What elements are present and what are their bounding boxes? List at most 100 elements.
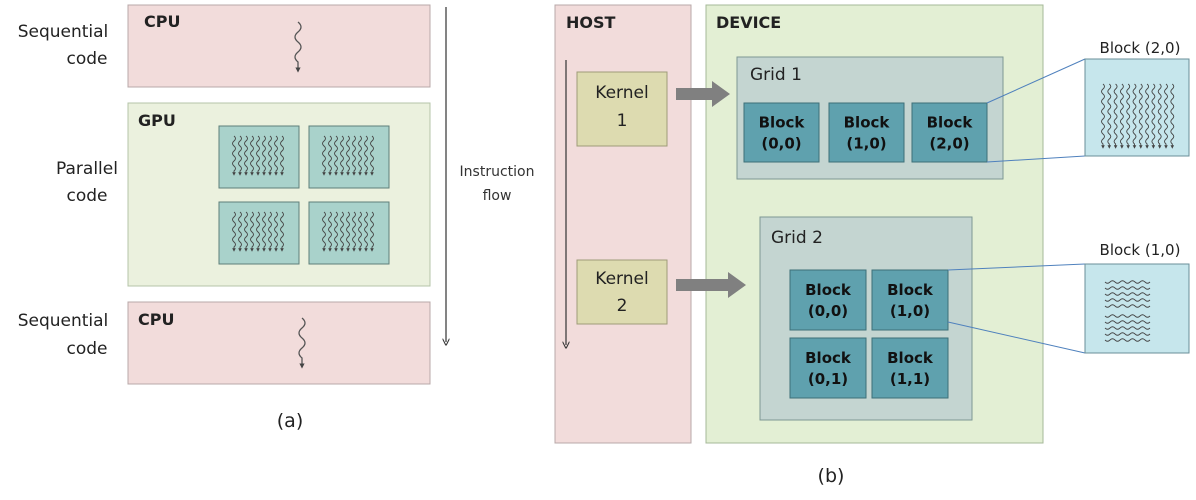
block-index: (0,0) <box>808 302 848 320</box>
thread-squiggle <box>1104 280 1151 284</box>
thread-squiggle <box>1101 83 1105 149</box>
thread-squiggle <box>1132 83 1137 149</box>
thread-squiggle <box>1126 83 1131 149</box>
block-box <box>789 269 867 331</box>
thread-squiggle <box>1119 83 1124 149</box>
block-label: Block <box>887 349 934 367</box>
kernel-2-label: Kernel <box>595 269 648 289</box>
sequential-code-label-bottom-2: code <box>67 339 108 359</box>
grid-2-blocks: Block(0,0)Block(1,0)Block(0,1)Block(1,1) <box>789 269 949 399</box>
cpu-box-top <box>127 4 431 88</box>
zoom-bottom-box <box>1084 263 1190 354</box>
instruction-flow-label-2: flow <box>483 188 512 204</box>
thread-squiggle <box>1104 338 1151 342</box>
thread-squiggle <box>262 211 266 252</box>
block-index: (1,0) <box>846 135 886 153</box>
thread-squiggle <box>370 211 374 252</box>
cpu-title-top: CPU <box>144 12 180 31</box>
thread-squiggle <box>364 211 368 252</box>
thread-squiggle <box>1145 83 1150 149</box>
thread-squiggle <box>1104 298 1151 302</box>
parallel-code-label: Parallel <box>56 159 118 179</box>
thread-squiggle <box>262 135 266 176</box>
kernel-2-to-grid-2-arrow <box>676 272 746 298</box>
gpu-title: GPU <box>138 111 176 130</box>
kernel-2-number: 2 <box>617 296 628 316</box>
thread-squiggle <box>346 135 350 176</box>
panel-a: Sequential code CPU Parallel code GPU Se… <box>18 4 535 432</box>
kernel-1-number: 1 <box>617 111 628 131</box>
zoom-bottom-label: Block (1,0) <box>1100 241 1181 259</box>
gpu-thread-boxes <box>218 125 390 265</box>
thread-squiggle <box>280 135 284 176</box>
cpu-box-bottom <box>127 301 431 385</box>
cpu-title-bottom: CPU <box>138 310 174 329</box>
instruction-flow-label: Instruction <box>460 164 535 180</box>
block-label: Block <box>759 114 806 132</box>
thread-squiggle <box>340 211 344 252</box>
thread-squiggle <box>352 211 356 252</box>
block-box <box>789 337 867 399</box>
block-label: Block <box>805 281 852 299</box>
thread-squiggle <box>256 135 260 176</box>
grid-1-blocks: Block(0,0)Block(1,0)Block(2,0) <box>743 102 988 163</box>
sequential-code-label-top-2: code <box>67 49 108 69</box>
thread-squiggle <box>352 135 356 176</box>
thread-squiggle <box>1113 83 1118 149</box>
block-label: Block <box>887 281 934 299</box>
thread-squiggle <box>1157 83 1162 149</box>
thread-squiggle <box>1104 332 1151 336</box>
kernel-2-box <box>576 259 668 325</box>
thread-squiggle <box>274 211 278 252</box>
block-box <box>871 337 949 399</box>
block-label: Block <box>805 349 852 367</box>
sequential-code-label-top: Sequential <box>18 22 109 42</box>
kernel-1-box <box>576 71 668 147</box>
block-box <box>871 269 949 331</box>
grid-1-title: Grid 1 <box>750 65 802 85</box>
thread-squiggle <box>244 135 248 176</box>
thread-squiggle <box>1138 83 1143 149</box>
thread-squiggle <box>370 135 374 176</box>
thread-squiggle <box>1104 314 1151 318</box>
caption-b: (b) <box>818 465 845 487</box>
zoom-bottom-threads <box>1104 280 1151 342</box>
block-index: (0,1) <box>808 370 848 388</box>
thread-squiggle <box>256 211 260 252</box>
thread-squiggle <box>334 211 338 252</box>
block-label: Block <box>844 114 891 132</box>
thread-squiggle-bottom <box>298 317 306 369</box>
thread-squiggle <box>346 211 350 252</box>
thread-squiggle <box>1151 83 1156 149</box>
host-title: HOST <box>566 13 616 32</box>
thread-squiggle <box>238 211 242 252</box>
thread-squiggle <box>334 135 338 176</box>
zoom-top-threads <box>1101 83 1175 149</box>
thread-squiggle <box>1107 83 1112 149</box>
thread-squiggle <box>1164 83 1168 149</box>
thread-squiggle <box>340 135 344 176</box>
block-box <box>911 102 988 163</box>
thread-squiggle <box>1104 286 1151 290</box>
thread-squiggle <box>250 135 254 176</box>
thread-squiggle <box>250 211 254 252</box>
grid-2-title: Grid 2 <box>771 228 823 248</box>
block-index: (1,0) <box>890 302 930 320</box>
thread-squiggle <box>364 135 368 176</box>
thread-squiggle <box>358 135 362 176</box>
sequential-code-label-bottom: Sequential <box>18 311 109 331</box>
thread-squiggle <box>238 135 242 176</box>
thread-squiggle <box>322 135 326 176</box>
zoom-bottom-connector-lower <box>947 321 1086 354</box>
thread-squiggle <box>322 211 326 252</box>
thread-squiggle <box>328 135 332 176</box>
zoom-top-connector-upper <box>986 58 1086 104</box>
zoom-top-connector-lower <box>986 155 1086 163</box>
panel-b: HOST Kernel 1 Kernel 2 DEVICE Grid 1 Blo… <box>554 4 1190 487</box>
host-box <box>554 4 692 444</box>
caption-a: (a) <box>277 410 303 432</box>
parallel-code-label-2: code <box>67 186 108 206</box>
thread-squiggle <box>274 135 278 176</box>
thread-squiggle <box>328 211 332 252</box>
thread-squiggle <box>280 211 284 252</box>
